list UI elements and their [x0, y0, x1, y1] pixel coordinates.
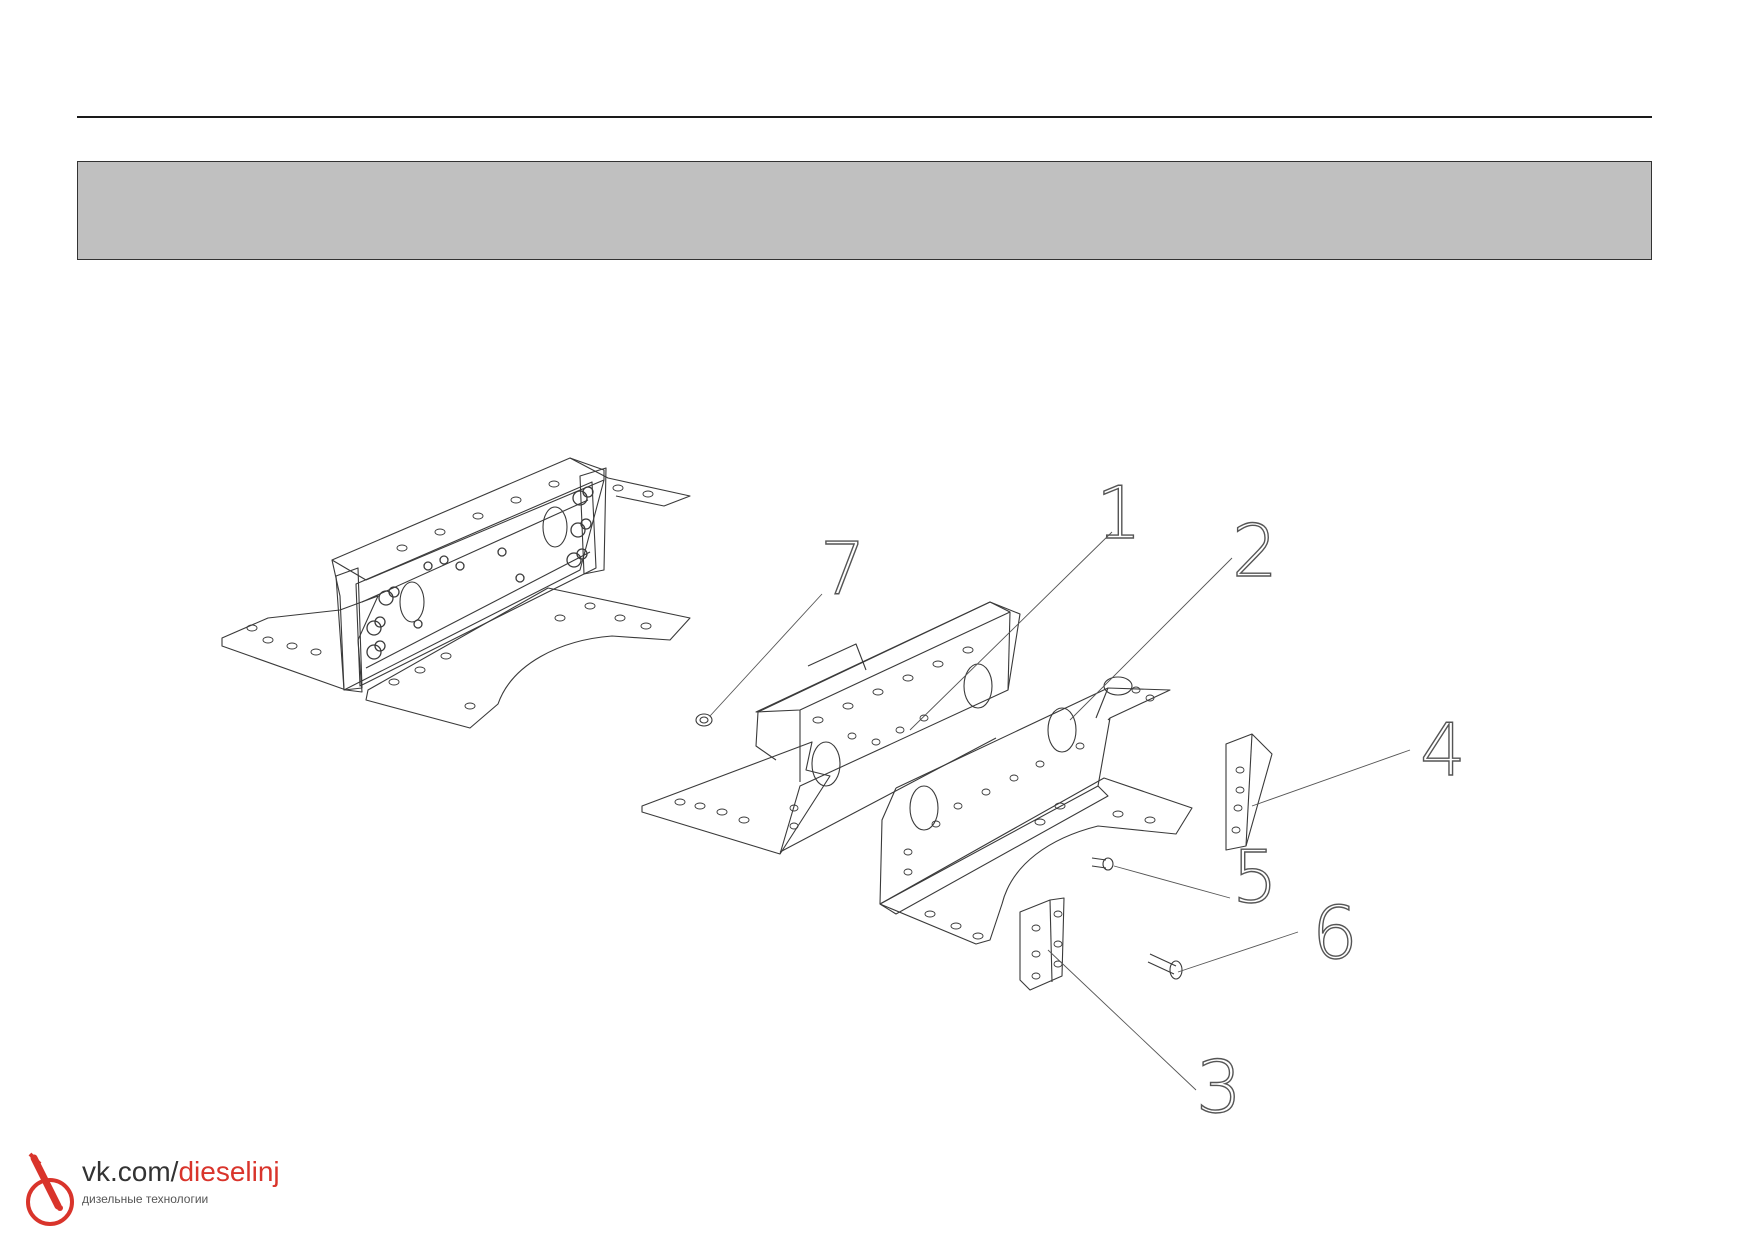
exploded-lower-plate: [879, 777, 1193, 945]
assembled-lower-plate-left: [221, 595, 379, 693]
assembled-top-flange: [331, 457, 605, 581]
watermark-url-prefix: vk.com/: [82, 1156, 179, 1187]
assembled-bolts: [366, 486, 594, 660]
callout-labels: 1 2 3 4 5 6 7: [819, 470, 1466, 1129]
callout-5: 5: [1232, 835, 1278, 919]
callout-6: 6: [1312, 891, 1358, 975]
watermark: vk.com/dieselinj дизельные технологии: [20, 1150, 320, 1230]
assembled-lower-plate-right: [365, 587, 691, 729]
part-1-channel: [641, 601, 1021, 855]
header-rule: [77, 116, 1652, 118]
part-7-nut: [695, 713, 713, 727]
injector-logo-icon: [26, 1152, 74, 1226]
callout-1: 1: [1096, 471, 1142, 555]
watermark-url: vk.com/dieselinj: [82, 1156, 280, 1188]
part-3-bracket: [1019, 897, 1065, 991]
callout-4: 4: [1420, 708, 1466, 792]
part-4-bracket: [1225, 733, 1273, 851]
watermark-subtitle: дизельные технологии: [82, 1192, 209, 1206]
part-6-bolt: [1147, 953, 1183, 980]
watermark-url-accent: dieselinj: [178, 1156, 280, 1187]
title-band: [77, 161, 1652, 260]
leader-lines: [709, 531, 1411, 1091]
part-2-channel: [879, 676, 1171, 915]
callout-7: 7: [820, 527, 866, 611]
callout-2: 2: [1232, 509, 1278, 593]
part-5-pin: [1091, 857, 1114, 871]
callout-3: 3: [1196, 1045, 1242, 1129]
assembled-holes: [246, 480, 654, 710]
assembled-view: [221, 457, 691, 729]
